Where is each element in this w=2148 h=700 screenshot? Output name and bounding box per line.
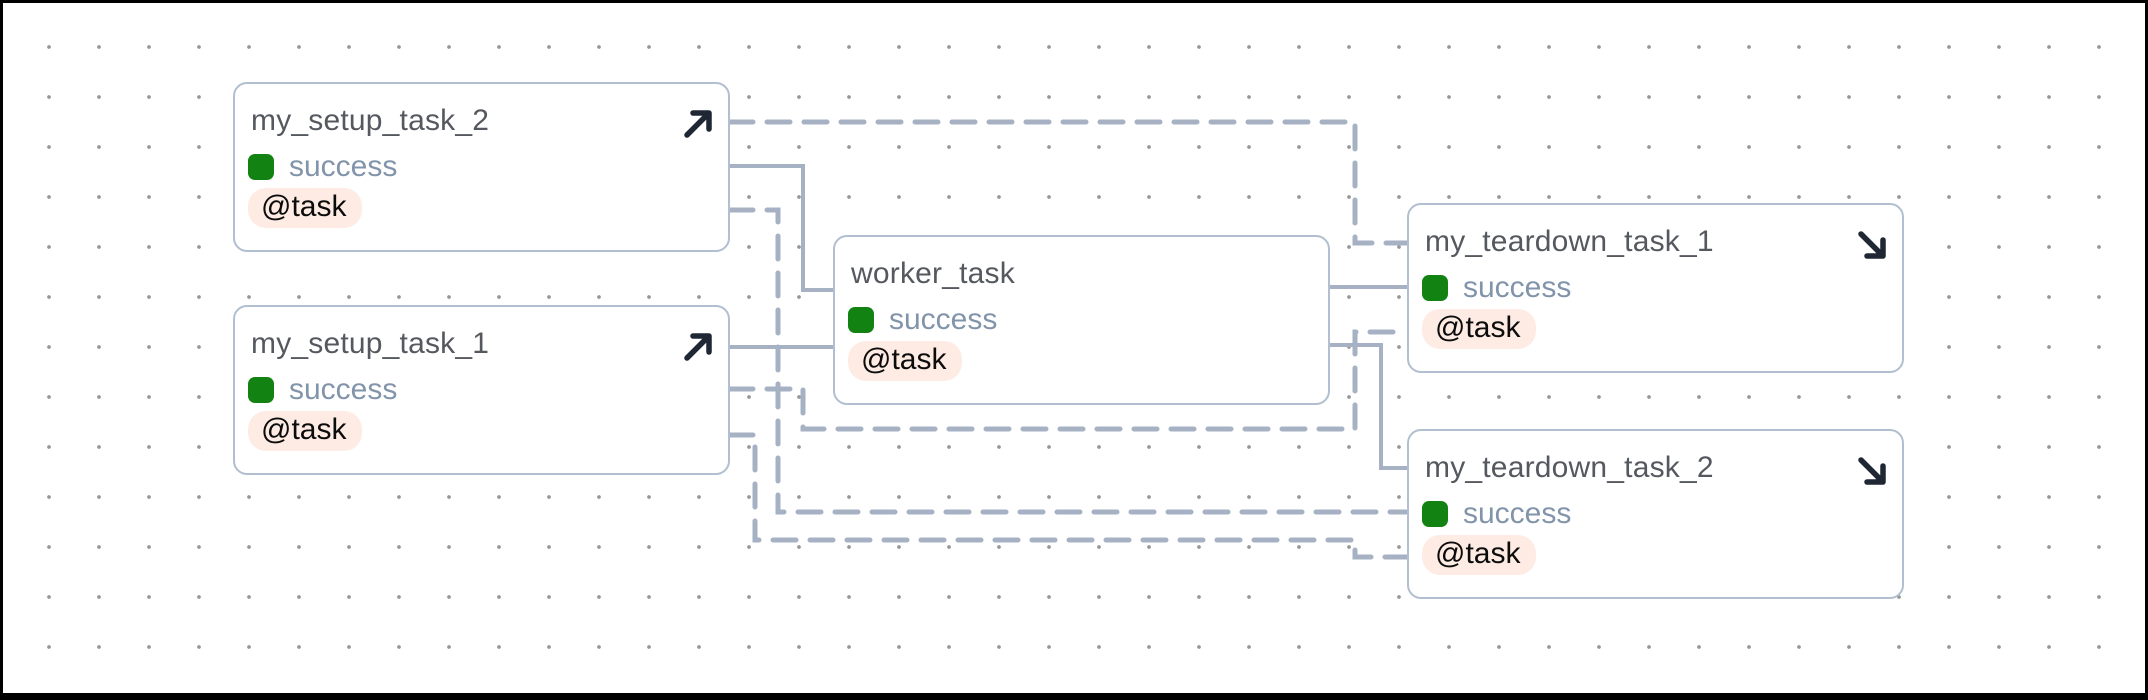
status-row: success bbox=[1422, 271, 1884, 304]
edge-my_setup_task_2-to-worker_task bbox=[730, 164, 833, 292]
task-status: success bbox=[289, 373, 398, 406]
task-name: my_teardown_task_1 bbox=[1425, 225, 1714, 258]
edge-my_setup_task_1-to-my_teardown_task_2 bbox=[727, 432, 1410, 560]
operator-badge: @task bbox=[248, 188, 363, 228]
operator-badge: @task bbox=[848, 341, 963, 381]
status-row: success bbox=[848, 303, 1310, 336]
status-success-indicator bbox=[248, 153, 274, 180]
status-success-indicator bbox=[1422, 274, 1448, 301]
task-node-my_teardown_task_2[interactable]: my_teardown_task_2 success @task bbox=[1407, 429, 1904, 599]
status-success-indicator bbox=[848, 306, 874, 333]
status-row: success bbox=[1422, 497, 1884, 530]
teardown-arrow-icon bbox=[1854, 453, 1890, 489]
operator-badge: @task bbox=[248, 411, 363, 451]
edge-my_setup_task_1-to-my_teardown_task_1 bbox=[727, 329, 1410, 432]
edge-my_setup_task_2-to-my_teardown_task_1 bbox=[727, 119, 1410, 246]
task-node-my_setup_task_1[interactable]: my_setup_task_1 success @task bbox=[233, 305, 730, 475]
operator-badge: @task bbox=[1422, 535, 1537, 575]
task-status: success bbox=[1463, 497, 1572, 530]
status-row: success bbox=[248, 373, 710, 406]
task-node-my_teardown_task_1[interactable]: my_teardown_task_1 success @task bbox=[1407, 203, 1904, 373]
teardown-arrow-icon bbox=[1854, 227, 1890, 263]
edge-worker_task-to-my_teardown_task_2 bbox=[1330, 343, 1407, 470]
task-node-my_setup_task_2[interactable]: my_setup_task_2 success @task bbox=[233, 82, 730, 252]
status-success-indicator bbox=[248, 376, 274, 403]
task-name: my_setup_task_2 bbox=[251, 104, 490, 137]
task-status: success bbox=[889, 303, 998, 336]
task-node-worker_task[interactable]: worker_task success @task bbox=[833, 235, 1330, 405]
status-success-indicator bbox=[1422, 500, 1448, 527]
setup-arrow-icon bbox=[680, 106, 716, 142]
setup-arrow-icon bbox=[680, 329, 716, 365]
task-status: success bbox=[289, 150, 398, 183]
edge-my_setup_task_2-to-my_teardown_task_2 bbox=[727, 207, 1410, 515]
status-row: success bbox=[248, 150, 710, 183]
task-status: success bbox=[1463, 271, 1572, 304]
task-name: my_teardown_task_2 bbox=[1425, 451, 1714, 484]
operator-badge: @task bbox=[1422, 309, 1537, 349]
task-name: worker_task bbox=[851, 257, 1015, 290]
task-name: my_setup_task_1 bbox=[251, 327, 490, 360]
